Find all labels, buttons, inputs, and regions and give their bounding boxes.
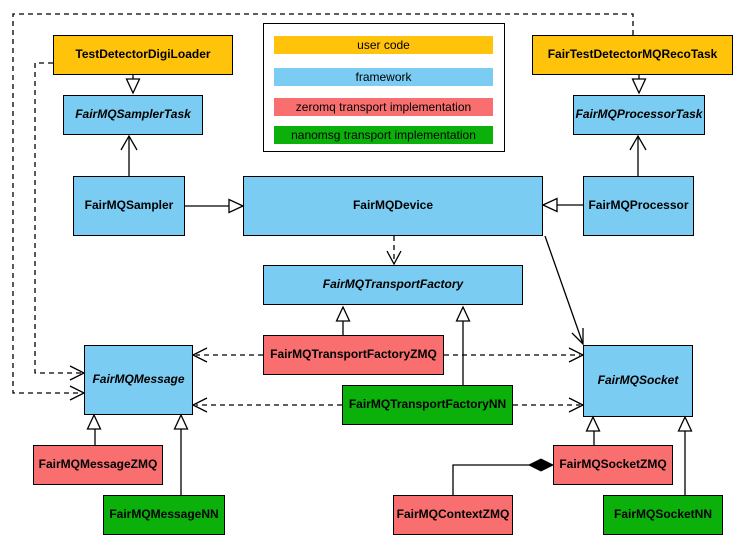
edge-sampler-inherits-device bbox=[185, 198, 245, 214]
edge-tfnn-creates-message bbox=[191, 397, 342, 413]
legend-item-framework: framework bbox=[274, 68, 493, 86]
class-box-fairmqcontextzmq: FairMQContextZMQ bbox=[393, 495, 513, 535]
class-label: FairMQTransportFactory bbox=[322, 277, 464, 292]
edge-socknn-inherits-socket bbox=[677, 415, 693, 495]
legend-label: user code bbox=[357, 38, 410, 52]
class-box-fairmqsocketnn: FairMQSocketNN bbox=[603, 495, 723, 535]
edge-tfnn-creates-socket bbox=[513, 397, 585, 413]
legend-item-user-code: user code bbox=[274, 36, 493, 54]
legend-label: framework bbox=[355, 70, 412, 84]
class-box-fairmqtransportfactorynn: FairMQTransportFactoryNN bbox=[342, 385, 513, 425]
edge-processor-inherits-device bbox=[541, 197, 583, 213]
legend-item-zeromq: zeromq transport implementation bbox=[274, 98, 493, 116]
edge-context-composed-in-socketzmq bbox=[452, 458, 555, 495]
edge-device-to-socket bbox=[544, 235, 584, 346]
class-label: FairMQContextZMQ bbox=[396, 507, 510, 522]
class-label: FairMQTransportFactoryZMQ bbox=[270, 347, 437, 362]
class-label: FairMQMessage bbox=[92, 372, 185, 387]
class-box-fairmqtransportfactory: FairMQTransportFactory bbox=[263, 265, 523, 305]
edge-msgzmq-inherits-message bbox=[86, 413, 102, 445]
edge-recotask-inherits-processortask bbox=[631, 75, 647, 95]
class-box-fairmqmessagezmq: FairMQMessageZMQ bbox=[33, 445, 163, 485]
class-label: TestDetectorDigiLoader bbox=[75, 47, 211, 62]
class-box-fairmqsocket: FairMQSocket bbox=[583, 345, 693, 417]
class-label: FairMQSampler bbox=[84, 198, 174, 213]
class-label: FairMQProcessorTask bbox=[575, 107, 703, 122]
class-box-fairmqmessagenn: FairMQMessageNN bbox=[103, 495, 225, 535]
edge-msgnn-inherits-message bbox=[173, 413, 189, 495]
legend-box: user code framework zeromq transport imp… bbox=[263, 23, 505, 152]
class-label: FairMQProcessor bbox=[588, 198, 689, 213]
class-label: FairMQSocketZMQ bbox=[559, 457, 667, 472]
class-label: FairMQSocket bbox=[597, 373, 679, 388]
class-box-fairmqdevice: FairMQDevice bbox=[243, 176, 543, 236]
class-label: FairMQSamplerTask bbox=[75, 107, 191, 122]
edge-tfzmq-creates-message bbox=[191, 347, 263, 363]
edge-processor-to-processortask bbox=[629, 134, 647, 176]
edge-tfzmq-inherits-transportfactory bbox=[335, 305, 351, 335]
class-box-testdetectordigiloader: TestDetectorDigiLoader bbox=[53, 35, 233, 75]
legend-label: nanomsg transport implementation bbox=[291, 128, 476, 142]
edge-digiloader-inherits-samplertask bbox=[125, 75, 141, 95]
class-label: FairMQMessageNN bbox=[109, 507, 219, 522]
class-box-fairmqsamplertask: FairMQSamplerTask bbox=[63, 95, 203, 135]
edge-tfnn-inherits-transportfactory bbox=[455, 305, 471, 385]
class-box-fairtestdetectormqrecotask: FairTestDetectorMQRecoTask bbox=[532, 35, 733, 75]
class-label: FairMQTransportFactoryNN bbox=[348, 397, 507, 412]
class-box-fairmqprocessortask: FairMQProcessorTask bbox=[573, 95, 705, 135]
class-label: FairMQDevice bbox=[352, 198, 434, 213]
class-label: FairMQMessageZMQ bbox=[38, 457, 158, 472]
class-box-fairmqsocketzmq: FairMQSocketZMQ bbox=[553, 445, 673, 485]
edge-device-uses-transportfactory bbox=[386, 236, 402, 266]
edge-sampler-to-samplertask bbox=[120, 134, 138, 176]
legend-label: zeromq transport implementation bbox=[295, 100, 472, 114]
legend-item-nanomsg: nanomsg transport implementation bbox=[274, 126, 493, 144]
class-box-fairmqtransportfactoryzmq: FairMQTransportFactoryZMQ bbox=[263, 335, 444, 375]
class-label: FairTestDetectorMQRecoTask bbox=[547, 47, 718, 62]
class-box-fairmqsampler: FairMQSampler bbox=[73, 176, 185, 236]
edge-tfzmq-creates-socket bbox=[444, 347, 585, 363]
class-box-fairmqprocessor: FairMQProcessor bbox=[583, 176, 694, 236]
class-label: FairMQSocketNN bbox=[613, 507, 713, 522]
class-box-fairmqmessage: FairMQMessage bbox=[84, 345, 193, 415]
edge-sockzmq-inherits-socket bbox=[585, 415, 601, 445]
